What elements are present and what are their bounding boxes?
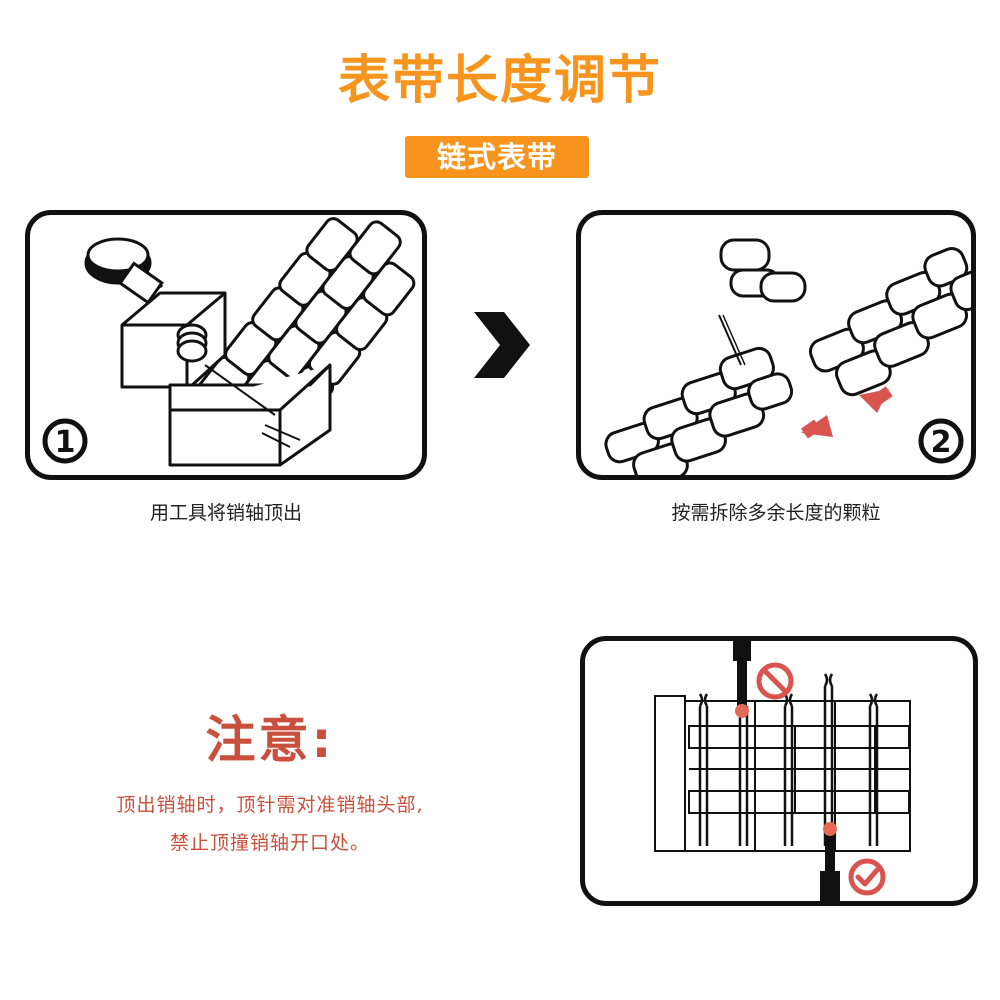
notice-line-2: 禁止顶撞销轴开口处。 [40, 828, 500, 855]
step-number: 2 [931, 425, 952, 460]
step-1-panel: 1 [25, 210, 427, 480]
step-2-caption: 按需拆除多余长度的颗粒 [576, 498, 976, 525]
section-label: 链式表带 [405, 136, 589, 178]
pin-removal-illustration: 1 [30, 215, 422, 475]
check-icon [851, 861, 883, 893]
pin-alignment-panel [580, 636, 978, 906]
step-2-panel: 2 [576, 210, 976, 480]
pin-alignment-illustration [585, 641, 973, 901]
link-removal-illustration: 2 [581, 215, 971, 475]
page-title: 表带长度调节 [0, 38, 1000, 113]
notice-title: 注意: [150, 700, 390, 772]
prohibited-icon [759, 665, 791, 697]
notice-line-1: 顶出销轴时，顶针需对准销轴头部, [40, 790, 500, 817]
next-step-arrow-icon [470, 310, 532, 380]
step-number: 1 [55, 425, 76, 460]
step-1-caption: 用工具将销轴顶出 [25, 498, 427, 525]
